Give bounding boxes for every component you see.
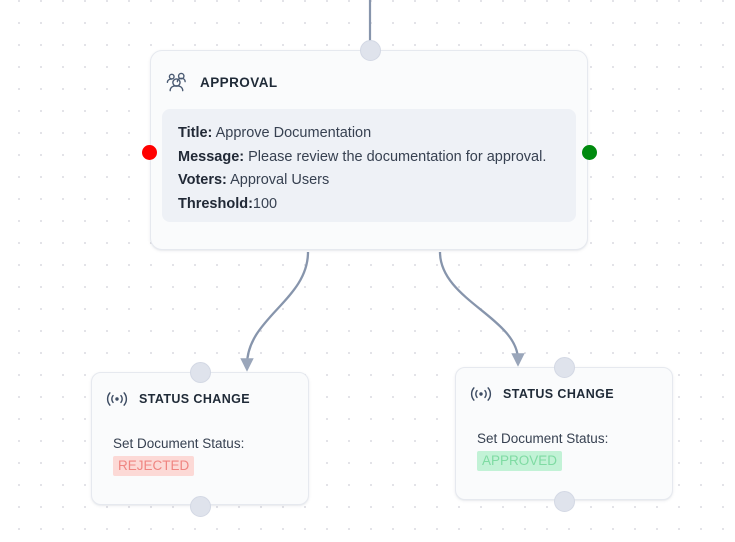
approved-top-handle[interactable] bbox=[554, 357, 575, 378]
approved-header: STATUS CHANGE bbox=[456, 368, 672, 403]
field-message-key: Message: bbox=[178, 148, 245, 165]
field-threshold-key: Threshold: bbox=[178, 195, 253, 212]
field-voters-key: Voters: bbox=[178, 172, 227, 188]
field-title: Title: Approve Documentation bbox=[178, 122, 560, 146]
status-label: Set Document Status: bbox=[477, 431, 609, 446]
node-status-change-rejected[interactable]: STATUS CHANGE Set Document Status: REJEC… bbox=[91, 372, 309, 505]
node-status-change-approved[interactable]: STATUS CHANGE Set Document Status: APPRO… bbox=[455, 367, 673, 500]
field-voters: Voters: Approval Users bbox=[178, 169, 560, 193]
field-title-value: Approve Documentation bbox=[212, 125, 372, 141]
edge-approval-to-approved bbox=[438, 251, 525, 367]
rejected-header: STATUS CHANGE bbox=[92, 373, 308, 408]
approval-reject-handle[interactable] bbox=[142, 145, 157, 160]
field-message: Message: Please review the documentation… bbox=[178, 146, 560, 170]
field-threshold-value: 100 bbox=[252, 195, 278, 212]
approval-top-handle[interactable] bbox=[360, 40, 381, 61]
approved-body: Set Document Status: APPROVED bbox=[456, 403, 672, 471]
approval-details-panel: Title: Approve Documentation Message: Pl… bbox=[162, 109, 576, 222]
approved-bottom-handle[interactable] bbox=[554, 491, 575, 512]
approval-header: APPROVAL bbox=[151, 51, 587, 93]
status-badge: APPROVED bbox=[477, 451, 563, 471]
field-title-key: Title: bbox=[178, 125, 213, 141]
node-title: STATUS CHANGE bbox=[139, 392, 250, 406]
broadcast-signal-icon bbox=[105, 390, 129, 408]
field-threshold: Threshold:100 bbox=[178, 193, 560, 217]
rejected-body: Set Document Status: REJECTED bbox=[92, 408, 308, 476]
node-approval[interactable]: APPROVAL Title: Approve Documentation Me… bbox=[150, 50, 588, 250]
rejected-bottom-handle[interactable] bbox=[190, 496, 211, 517]
node-title: APPROVAL bbox=[200, 74, 278, 90]
field-message-value: Please review the documentation for appr… bbox=[244, 148, 547, 165]
node-title: STATUS CHANGE bbox=[503, 387, 614, 401]
field-voters-value: Approval Users bbox=[226, 172, 330, 188]
status-badge: REJECTED bbox=[113, 456, 195, 476]
approval-approve-handle[interactable] bbox=[582, 145, 597, 160]
status-label: Set Document Status: bbox=[113, 436, 245, 451]
edge-approval-to-rejected bbox=[240, 251, 310, 372]
users-group-icon bbox=[165, 71, 189, 93]
broadcast-signal-icon bbox=[469, 385, 493, 403]
rejected-top-handle[interactable] bbox=[190, 362, 211, 383]
